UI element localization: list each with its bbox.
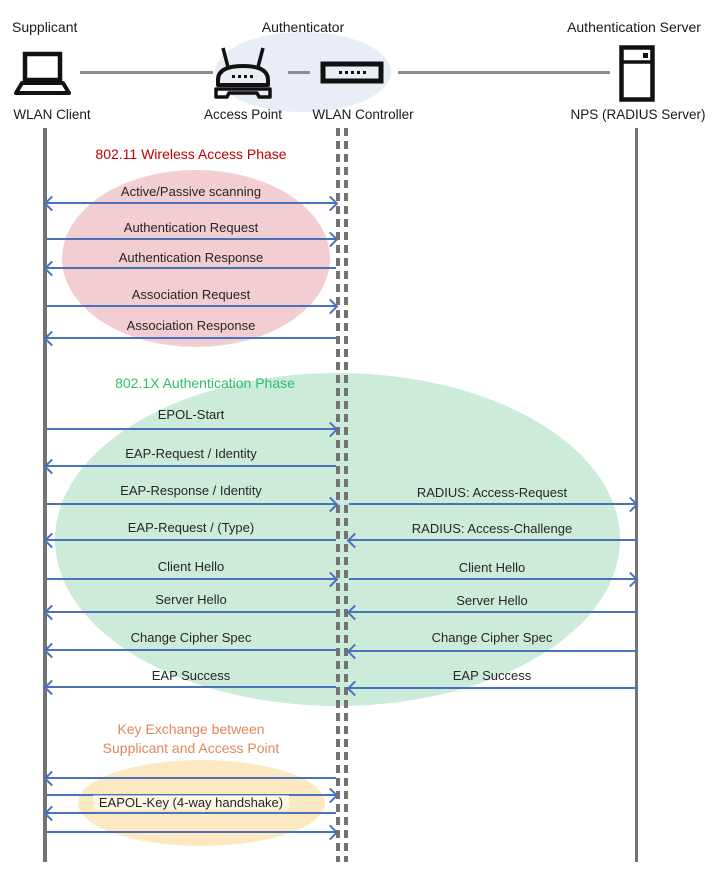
message-arrow-right <box>46 305 336 307</box>
message-label: EAP-Response / Identity <box>120 483 262 498</box>
message-label: Change Cipher Spec <box>431 630 553 645</box>
wlan-controller-icon <box>320 61 384 84</box>
nps-radius-server-label: NPS (RADIUS Server) <box>570 107 706 122</box>
message-label: Active/Passive scanning <box>120 184 262 199</box>
wlan-client-label: WLAN Client <box>13 107 91 122</box>
message-arrow-left <box>349 650 636 652</box>
message-label: EAP-Request / (Type) <box>127 520 255 535</box>
key-exchange-phase-title-line2: Supplicant and Access Point <box>102 740 280 756</box>
key-exchange-arrow-left <box>46 812 336 814</box>
laptop-icon <box>14 51 72 98</box>
authenticator-role-label: Authenticator <box>261 19 345 35</box>
authenticator-lifeline-left-dash <box>336 128 340 862</box>
server-icon <box>619 45 655 102</box>
message-arrow-left <box>46 686 336 688</box>
message-label: EAP-Request / Identity <box>125 446 257 461</box>
message-arrow-right <box>46 428 336 430</box>
connector-line-middle <box>288 71 310 74</box>
message-label: EPOL-Start <box>157 407 225 422</box>
message-arrow-bidirectional <box>46 202 336 204</box>
message-arrow-right <box>46 503 336 505</box>
message-label: RADIUS: Access-Challenge <box>411 521 573 536</box>
message-label: RADIUS: Access-Request <box>416 485 568 500</box>
message-label: EAP Success <box>452 668 532 683</box>
message-arrow-left <box>349 539 636 541</box>
message-arrow-left <box>46 267 336 269</box>
message-arrow-left <box>349 687 636 689</box>
key-exchange-arrow-left <box>46 777 336 779</box>
authentication-phase-title: 802.1X Authentication Phase <box>115 375 295 391</box>
connector-line-right <box>398 71 610 74</box>
message-label: Client Hello <box>157 559 225 574</box>
authenticator-lifeline-right-dash <box>344 128 348 862</box>
eapol-key-label: EAPOL-Key (4-way handshake) <box>45 795 337 810</box>
access-point-icon <box>213 44 273 101</box>
supplicant-lifeline <box>43 128 47 862</box>
message-label: Association Response <box>126 318 256 333</box>
message-label: Authentication Request <box>123 220 259 235</box>
supplicant-role-label: Supplicant <box>12 19 78 35</box>
wireless-access-phase-ellipse <box>62 170 330 347</box>
key-exchange-arrow-right <box>46 831 336 833</box>
wireless-access-phase-title: 802.11 Wireless Access Phase <box>95 146 287 162</box>
message-arrow-right <box>46 578 336 580</box>
message-arrow-right <box>46 238 336 240</box>
message-arrow-left <box>46 539 336 541</box>
message-label: EAP Success <box>151 668 231 683</box>
message-arrow-left <box>46 465 336 467</box>
message-label: Change Cipher Spec <box>130 630 252 645</box>
message-arrow-left <box>349 611 636 613</box>
message-arrow-left <box>46 611 336 613</box>
authentication-server-role-label: Authentication Server <box>567 19 701 35</box>
authentication-server-lifeline <box>635 128 638 862</box>
message-label: Server Hello <box>456 593 528 608</box>
wlan-controller-label: WLAN Controller <box>312 107 414 122</box>
message-arrow-left <box>46 337 336 339</box>
message-label: Server Hello <box>155 592 227 607</box>
key-exchange-phase-title-line1: Key Exchange between <box>117 721 265 737</box>
access-point-label: Access Point <box>203 107 283 122</box>
message-arrow-right <box>349 503 636 505</box>
message-arrow-right <box>349 578 636 580</box>
message-label: Authentication Response <box>118 250 264 265</box>
message-label: Client Hello <box>458 560 526 575</box>
message-label: Association Request <box>131 287 251 302</box>
connector-line-left <box>80 71 213 74</box>
message-arrow-left <box>46 649 336 651</box>
